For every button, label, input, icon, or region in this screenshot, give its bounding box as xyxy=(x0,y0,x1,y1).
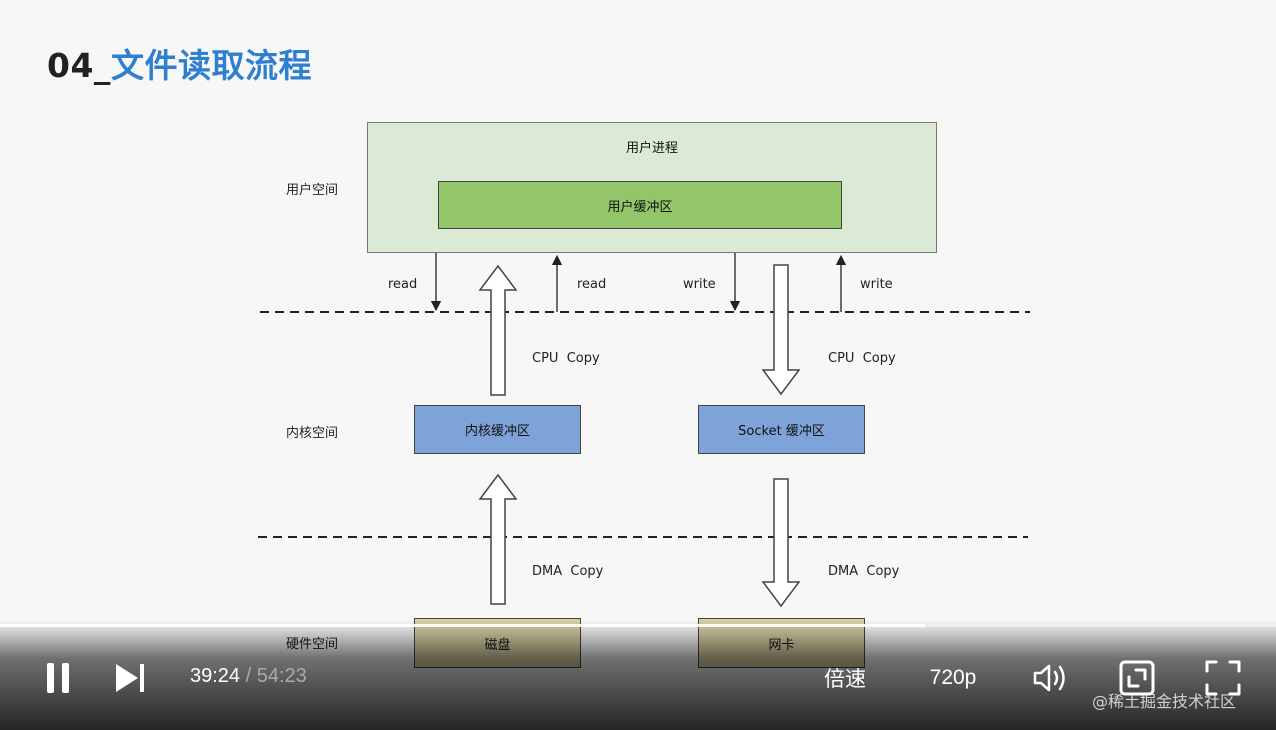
site-watermark: @稀土掘金技术社区 xyxy=(1092,692,1237,711)
label-hardware-space: 硬件空间 xyxy=(286,637,339,652)
box-socket-buffer: Socket 缓冲区 xyxy=(698,405,865,454)
edge-label-read-down: read xyxy=(388,277,418,292)
volume-icon xyxy=(1033,664,1065,692)
progress-bar[interactable] xyxy=(0,624,1276,627)
edge-label-write-down: write xyxy=(683,277,716,292)
title-number: 04_ xyxy=(47,46,111,85)
pause-icon xyxy=(47,663,69,693)
edge-label-cpu-copy-left: CPU Copy xyxy=(532,351,600,366)
time-display: 39:24 / 54:23 xyxy=(190,665,307,688)
slide-title: 04_文件读取流程 xyxy=(47,44,312,88)
label-kernel-space: 内核空间 xyxy=(286,426,339,441)
box-user-process-label: 用户进程 xyxy=(625,141,678,156)
box-kernel-buffer: 内核缓冲区 xyxy=(414,405,581,454)
volume-button[interactable] xyxy=(1028,658,1074,698)
arrow-dma-copy-down xyxy=(761,478,801,608)
edge-label-cpu-copy-right: CPU Copy xyxy=(828,351,896,366)
duration: 54:23 xyxy=(256,665,307,687)
next-icon xyxy=(116,664,144,692)
pip-icon xyxy=(1119,660,1155,696)
arrow-cpu-copy-down xyxy=(761,264,801,396)
title-text: 文件读取流程 xyxy=(110,46,312,85)
label-user-space: 用户空间 xyxy=(286,183,339,198)
current-time: 39:24 xyxy=(190,665,241,687)
fullscreen-icon xyxy=(1205,660,1241,696)
fullscreen-button[interactable] xyxy=(1200,656,1246,700)
quality-button[interactable]: 720p xyxy=(929,666,977,689)
next-button[interactable] xyxy=(110,658,150,698)
speed-button[interactable]: 倍速 xyxy=(824,667,866,691)
video-player-controls: 硬件空间 39:24 / 54:23 倍速 720p xyxy=(0,620,1276,730)
progress-fill xyxy=(0,624,926,627)
arrow-cpu-copy-up xyxy=(478,264,518,396)
time-separator: / xyxy=(240,665,257,687)
edge-label-dma-copy-right: DMA Copy xyxy=(828,564,900,579)
edge-label-write-up: write xyxy=(860,277,893,292)
edge-label-read-up: read xyxy=(577,277,607,292)
pip-button[interactable] xyxy=(1114,656,1160,700)
box-user-buffer: 用户缓冲区 xyxy=(438,181,842,229)
edge-label-dma-copy-left: DMA Copy xyxy=(532,564,604,579)
pause-button[interactable] xyxy=(40,658,76,698)
arrow-dma-copy-up xyxy=(478,473,518,605)
